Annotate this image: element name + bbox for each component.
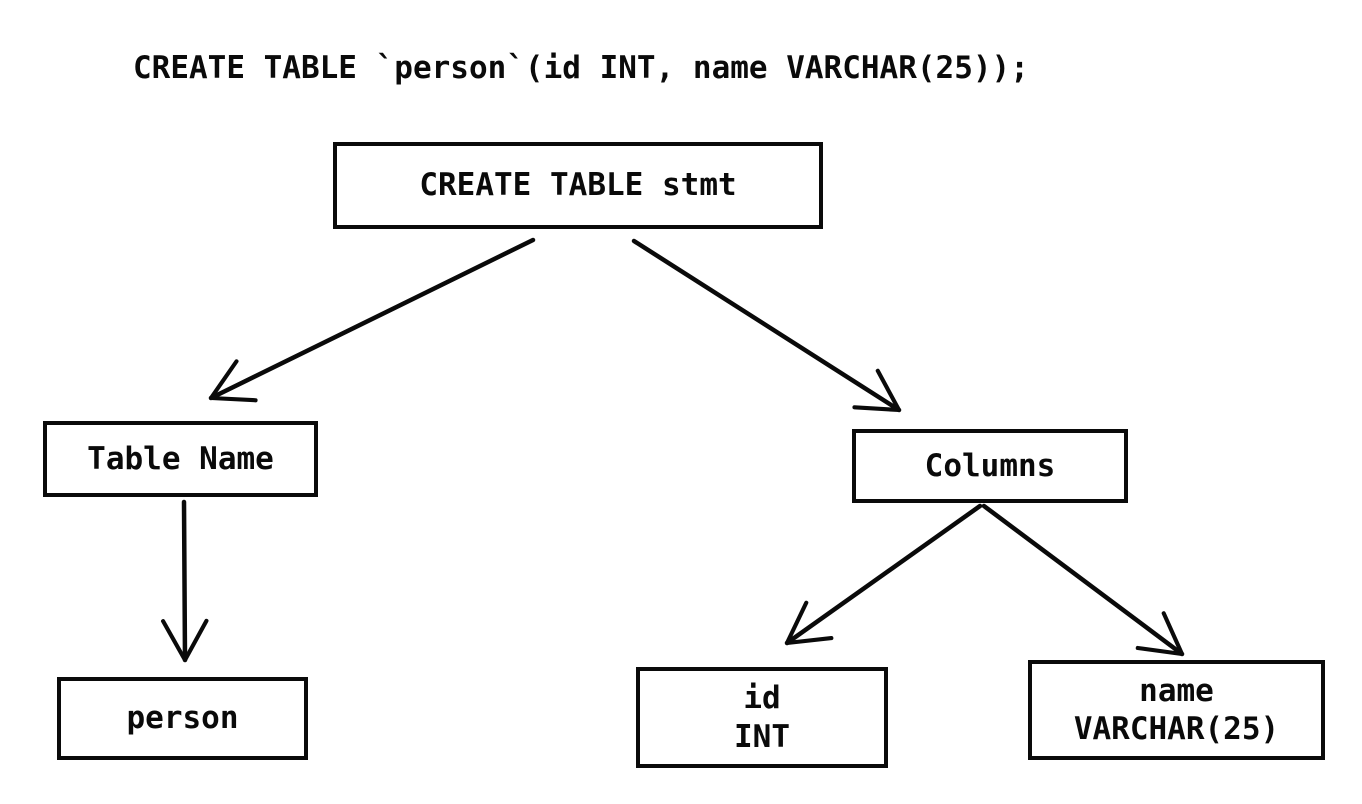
node-columns-label: Columns (924, 447, 1056, 484)
node-column-name: name VARCHAR(25) (1028, 660, 1325, 760)
arrow-stmt-to-columns (631, 238, 902, 413)
node-columns: Columns (852, 429, 1128, 503)
node-table-name-label: Table Name (87, 440, 274, 477)
node-column-id: id INT (636, 667, 888, 768)
sql-statement-text: CREATE TABLE `person`(id INT, name VARCH… (133, 50, 1029, 86)
column-id-type-label: INT (734, 718, 790, 755)
node-create-table-stmt: CREATE TABLE stmt (333, 142, 823, 229)
node-person-label: person (126, 700, 239, 737)
arrow-table-name-to-person (161, 499, 209, 663)
column-name-name-label: name (1139, 672, 1214, 709)
arrow-stmt-to-table-name (208, 237, 536, 403)
column-id-name-label: id (743, 680, 781, 717)
column-name-type-label: VARCHAR(25) (1073, 711, 1280, 747)
node-create-table-stmt-label: CREATE TABLE stmt (419, 167, 737, 204)
node-table-name: Table Name (43, 421, 318, 497)
arrow-columns-to-name (981, 503, 1185, 657)
arrow-columns-to-id (784, 503, 983, 646)
node-person: person (57, 677, 308, 760)
